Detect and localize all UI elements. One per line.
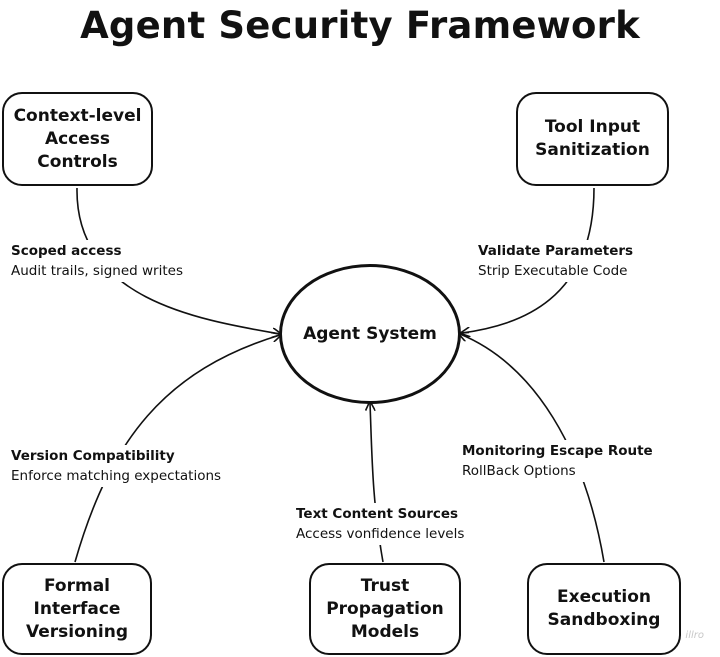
node-context-level-access-controls: Context-level Access Controls <box>2 92 153 186</box>
node-formal-interface-versioning: Formal Interface Versioning <box>2 563 152 655</box>
edge-label-heading: Scoped access <box>11 243 122 259</box>
node-execution-sandboxing: Execution Sandboxing <box>527 563 681 655</box>
edge-label-detail: Access vonfidence levels <box>296 526 465 542</box>
edge-label-detail: RollBack Options <box>462 463 576 479</box>
edge-label-detail: Strip Executable Code <box>478 263 628 279</box>
edge-label-heading: Version Compatibility <box>11 448 175 464</box>
watermark: illro <box>685 630 704 641</box>
edge-label-version-compatibility: Version Compatibility Enforce matching e… <box>7 445 226 487</box>
edge-tool-to-hub <box>462 187 595 333</box>
edge-context-to-hub <box>76 187 280 334</box>
edge-label-heading: Text Content Sources <box>296 506 459 522</box>
diagram-title: Agent Security Framework <box>80 4 640 47</box>
node-trust-propagation-models: Trust Propagation Models <box>309 563 461 655</box>
edge-label-detail: Enforce matching expectations <box>11 468 222 484</box>
edge-label-validate-parameters: Validate Parameters Strip Executable Cod… <box>474 240 638 282</box>
edge-execution-to-hub <box>460 334 605 563</box>
edge-label-detail: Audit trails, signed writes <box>11 263 183 279</box>
edge-label-heading: Monitoring Escape Route <box>462 443 653 459</box>
node-tool-input-sanitization: Tool Input Sanitization <box>516 92 669 186</box>
node-agent-system: Agent System <box>279 264 461 404</box>
edge-label-heading: Validate Parameters <box>478 243 634 259</box>
edge-label-scoped-access: Scoped access Audit trails, signed write… <box>7 240 187 282</box>
edge-label-monitoring-escape-route: Monitoring Escape Route RollBack Options <box>458 440 657 482</box>
edge-label-text-content-sources: Text Content Sources Access vonfidence l… <box>292 503 469 545</box>
edge-formal-to-hub <box>74 335 280 563</box>
